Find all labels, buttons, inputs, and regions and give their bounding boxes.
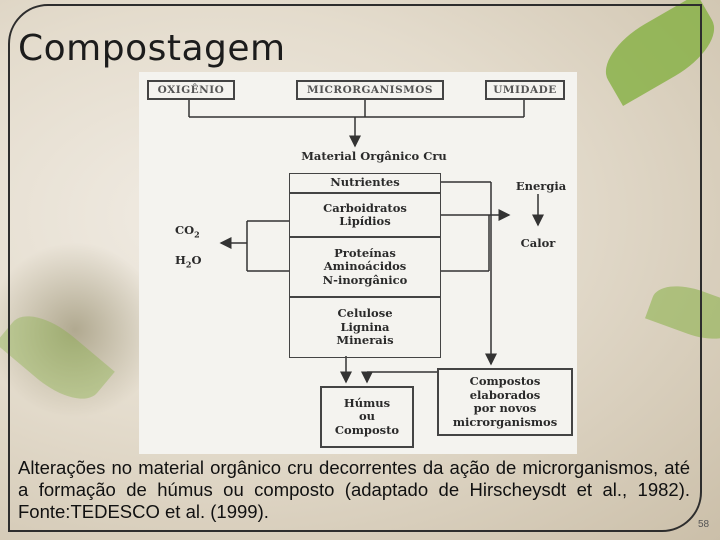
page-number: 58 xyxy=(698,519,710,530)
factor-oxygen: OXIGÊNIO xyxy=(147,80,235,100)
figure-caption: Alterações no material orgânico cru deco… xyxy=(18,457,690,522)
component-line: Celulose xyxy=(337,306,393,321)
component-box: Celulose Lignina Minerais xyxy=(289,297,441,358)
humus-box: Húmus ou Composto xyxy=(320,386,414,448)
energy-label: Energia xyxy=(515,179,567,193)
co2-subscript: 2 xyxy=(194,229,200,240)
elaborated-line: elaborados xyxy=(469,387,541,402)
co2-main: CO xyxy=(175,223,195,237)
humus-line: ou xyxy=(358,409,376,424)
background-soil xyxy=(0,230,150,430)
diagram-connectors xyxy=(188,98,544,384)
h2o-subscript: 2 xyxy=(185,259,192,270)
slide-frame xyxy=(8,4,702,532)
h2o-o: O xyxy=(191,253,202,267)
component-box: Carboidratos Lipídios xyxy=(289,193,441,237)
component-line: Minerais xyxy=(336,333,394,348)
component-line: N-inorgânico xyxy=(322,272,408,287)
component-line: Carboidratos xyxy=(323,200,407,215)
humus-line: Húmus xyxy=(343,395,391,410)
component-line: Nutrientes xyxy=(330,175,400,190)
elaborated-line: microrganismos xyxy=(452,414,558,429)
raw-material-label: Material Orgânico Cru xyxy=(301,149,447,163)
composting-diagram: OXIGÊNIO MICRORGANISMOS UMIDADE Material… xyxy=(139,72,577,454)
elaborated-line: Compostos xyxy=(469,374,541,388)
co2-label: CO2 xyxy=(175,224,215,241)
h2o-label: H2O xyxy=(175,254,215,271)
component-box: Nutrientes xyxy=(289,173,441,193)
component-line: Proteínas xyxy=(334,245,396,260)
h2o-h: H xyxy=(175,253,186,267)
component-line: Lipídios xyxy=(339,214,391,228)
component-line: Lignina xyxy=(340,319,390,334)
factor-humidity: UMIDADE xyxy=(485,80,565,100)
elaborated-line: por novos xyxy=(473,401,537,415)
component-line: Aminoácidos xyxy=(323,259,407,274)
slide-title: Compostagem xyxy=(18,28,286,69)
component-box: Proteínas Aminoácidos N-inorgânico xyxy=(289,237,441,297)
humus-line: Composto xyxy=(334,422,400,437)
heat-label: Calor xyxy=(520,236,556,250)
factor-microorganisms: MICRORGANISMOS xyxy=(296,80,444,100)
elaborated-compounds-box: Compostos elaborados por novos microrgan… xyxy=(437,368,573,436)
